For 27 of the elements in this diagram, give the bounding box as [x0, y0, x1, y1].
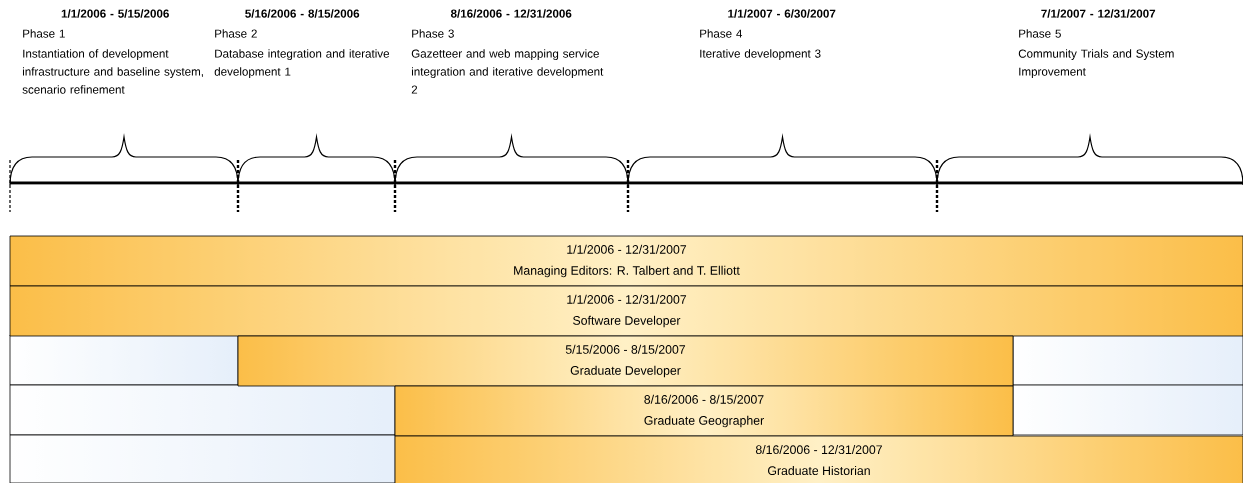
bar-text: 5/15/2006 - 8/15/2007 [565, 344, 686, 354]
date-heading: 1/1/2007 - 6/30/2007 [728, 9, 836, 18]
bar-text: 1/1/2006 - 12/31/2007 [567, 244, 687, 254]
date-heading: 7/1/2007 - 12/31/2007 [1041, 9, 1156, 18]
bar-text: Managing Editors: R. Talbert and T. Elliott [514, 265, 740, 278]
bar-text: 1/1/2006 - 12/31/2007 [567, 294, 687, 304]
date-heading: 1/1/2006 - 5/15/2006 [61, 9, 169, 18]
phase-description: Instantiation of development infrastructure and baseline system, scenario refinement [22, 49, 203, 94]
date-heading: 8/16/2006 - 12/31/2006 [450, 9, 572, 18]
date-heading: 5/16/2006 - 8/15/2006 [245, 9, 360, 18]
phase-title: Phase 2 [215, 29, 257, 38]
phase-description: Iterative development 3 [700, 49, 821, 60]
phase-title: Phase 1 [23, 29, 65, 38]
phase-title: Phase 4 [700, 29, 743, 38]
phase-description: Community Trials and System Improvement [1018, 49, 1174, 78]
role-bar [9, 235, 1243, 287]
bar-text: Software Developer [573, 315, 681, 328]
bar-text: 8/16/2006 - 12/31/2007 [755, 445, 882, 455]
bar-text: Graduate Geographer [644, 415, 764, 428]
bar-text: Graduate Developer [570, 365, 681, 378]
phase-description: Gazetteer and web mapping service integration and iterative development 2 [411, 49, 604, 94]
role-bar [394, 435, 1243, 483]
bar-text: Graduate Historian [768, 466, 870, 476]
phase-description: Database integration and iterative development 1 [214, 49, 390, 78]
phase-title: Phase 3 [412, 29, 454, 38]
bar-text: 8/16/2006 - 8/15/2007 [644, 394, 764, 404]
phase-title: Phase 5 [1019, 29, 1061, 38]
